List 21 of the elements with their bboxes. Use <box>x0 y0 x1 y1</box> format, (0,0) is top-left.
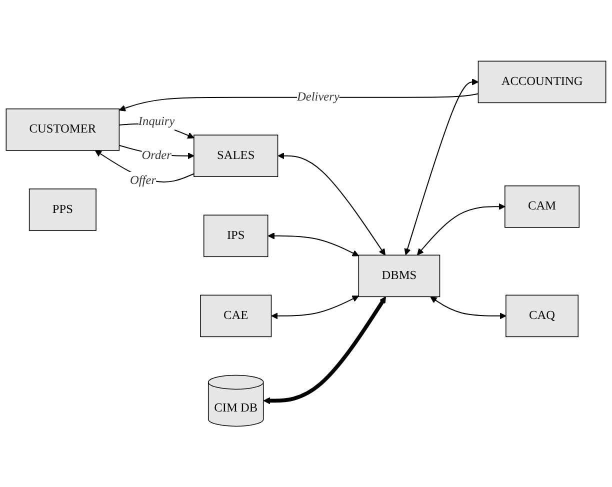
node-box: SALES <box>194 134 278 177</box>
arrow <box>278 152 386 256</box>
arrow <box>417 203 506 256</box>
arrow <box>118 93 479 112</box>
arrow <box>263 296 386 404</box>
edge-label: Offer <box>130 174 156 187</box>
node-box: ACCOUNTING <box>478 60 606 103</box>
edge-label: Delivery <box>297 90 340 104</box>
arrow <box>430 296 506 320</box>
node-box: DBMS <box>358 254 440 297</box>
arrow <box>268 232 359 256</box>
arrow <box>404 78 479 255</box>
node-box: CAM <box>504 185 580 228</box>
node-box: CAE <box>200 294 272 337</box>
edge-label: Inquiry <box>138 114 175 128</box>
edge-label: Order <box>142 148 172 162</box>
node-box: IPS <box>203 214 268 257</box>
node-box: CAQ <box>506 294 578 337</box>
node-box: PPS <box>28 188 96 231</box>
node-box: CUSTOMER <box>6 108 120 151</box>
arrow <box>271 295 359 320</box>
